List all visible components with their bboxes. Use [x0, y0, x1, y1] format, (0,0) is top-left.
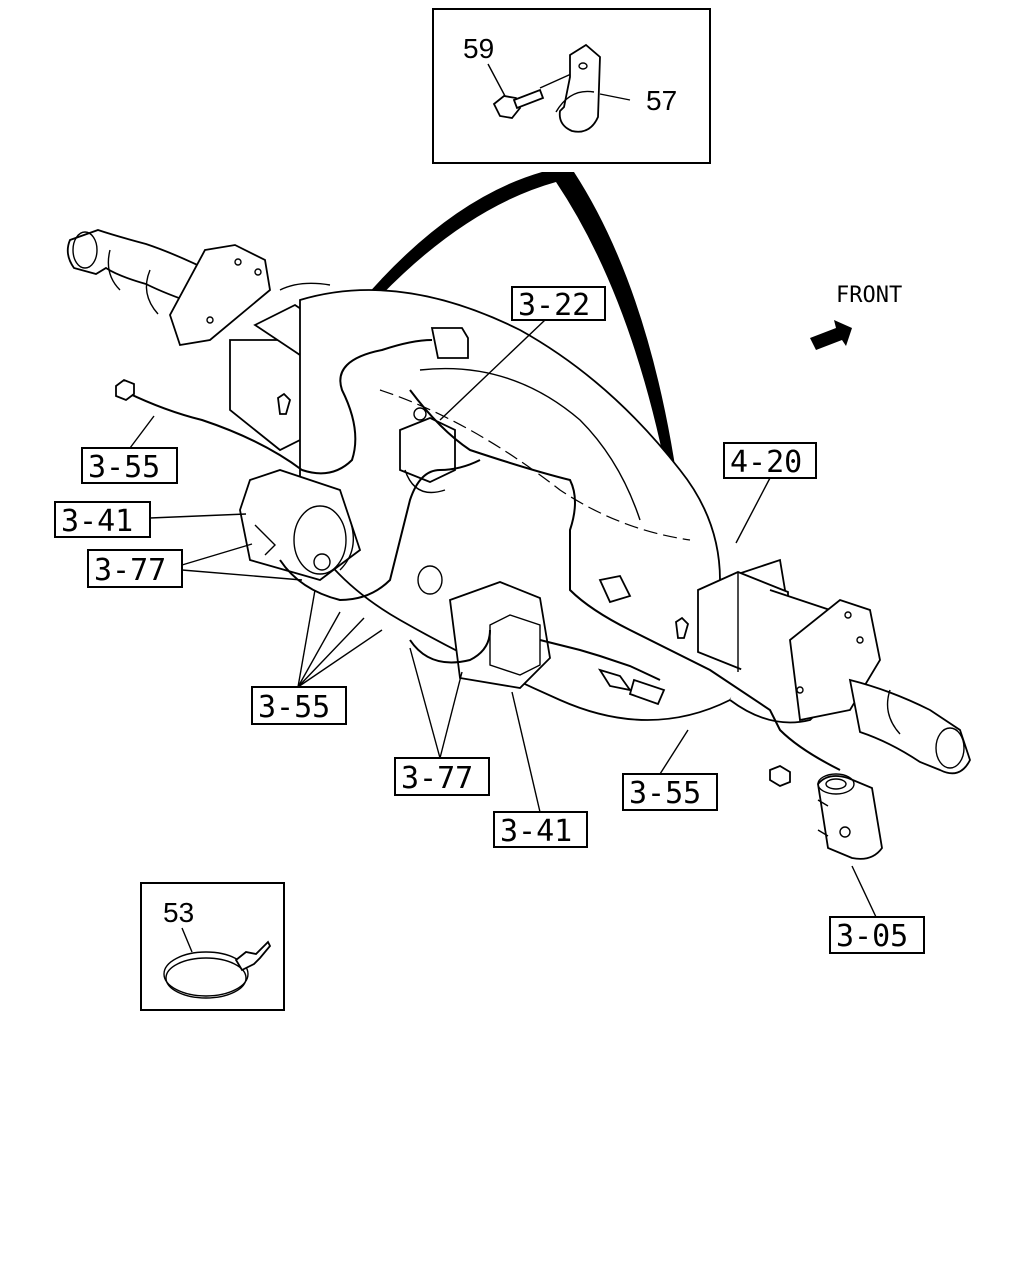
- front-arrow-icon: [810, 320, 852, 350]
- part-number-53: 53: [163, 897, 194, 928]
- brake-pipe-right: [409, 389, 841, 771]
- part-number-57: 57: [646, 85, 677, 116]
- bolt-icon: [492, 69, 581, 119]
- relay-valve: [399, 417, 456, 483]
- front-label: FRONT: [836, 283, 902, 308]
- inset-frame-bottom: [140, 882, 285, 1011]
- brake-hose-left: [279, 459, 481, 602]
- svg-text:4-20: 4-20: [730, 445, 802, 480]
- callout-3-41-mid[interactable]: 3-41: [493, 691, 588, 849]
- axle-housing: [66, 229, 971, 775]
- brake-chamber-left: [239, 469, 362, 581]
- brake-components: [115, 327, 841, 788]
- callout-3-77-left[interactable]: 3-77: [87, 543, 303, 588]
- callout-3-05[interactable]: 3-05: [829, 865, 925, 954]
- part-number-59: 59: [463, 33, 494, 64]
- callout-3-55-mid[interactable]: 3-55: [251, 589, 383, 725]
- svg-text:3-55: 3-55: [629, 776, 701, 811]
- brake-pipe-left: [121, 339, 433, 475]
- callout-3-77-mid[interactable]: 3-77: [394, 647, 490, 796]
- callout-4-20[interactable]: 4-20: [723, 442, 817, 544]
- svg-text:3-77: 3-77: [401, 761, 473, 796]
- inset-band: 53: [140, 882, 285, 1011]
- wheel-cylinder-part: [817, 773, 883, 860]
- band-clamp-icon: [163, 940, 272, 999]
- callout-3-41-left[interactable]: 3-41: [54, 501, 247, 539]
- magnifier-wedge: [286, 172, 690, 598]
- brake-chamber-right: [449, 581, 551, 689]
- svg-text:3-55: 3-55: [258, 690, 330, 725]
- inset-clip-bolt: 59 57: [432, 8, 711, 164]
- callout-3-22[interactable]: 3-22: [439, 286, 606, 421]
- svg-text:3-55: 3-55: [88, 450, 160, 485]
- callout-3-55-left[interactable]: 3-55: [81, 415, 178, 485]
- svg-text:3-77: 3-77: [94, 553, 166, 588]
- inset-frame-top: [432, 8, 711, 164]
- svg-text:3-05: 3-05: [836, 919, 908, 954]
- svg-text:3-41: 3-41: [500, 814, 572, 849]
- svg-text:3-22: 3-22: [518, 288, 590, 323]
- clip-icon: [555, 43, 601, 133]
- callout-3-55-right[interactable]: 3-55: [622, 729, 718, 811]
- svg-text:3-41: 3-41: [61, 504, 133, 539]
